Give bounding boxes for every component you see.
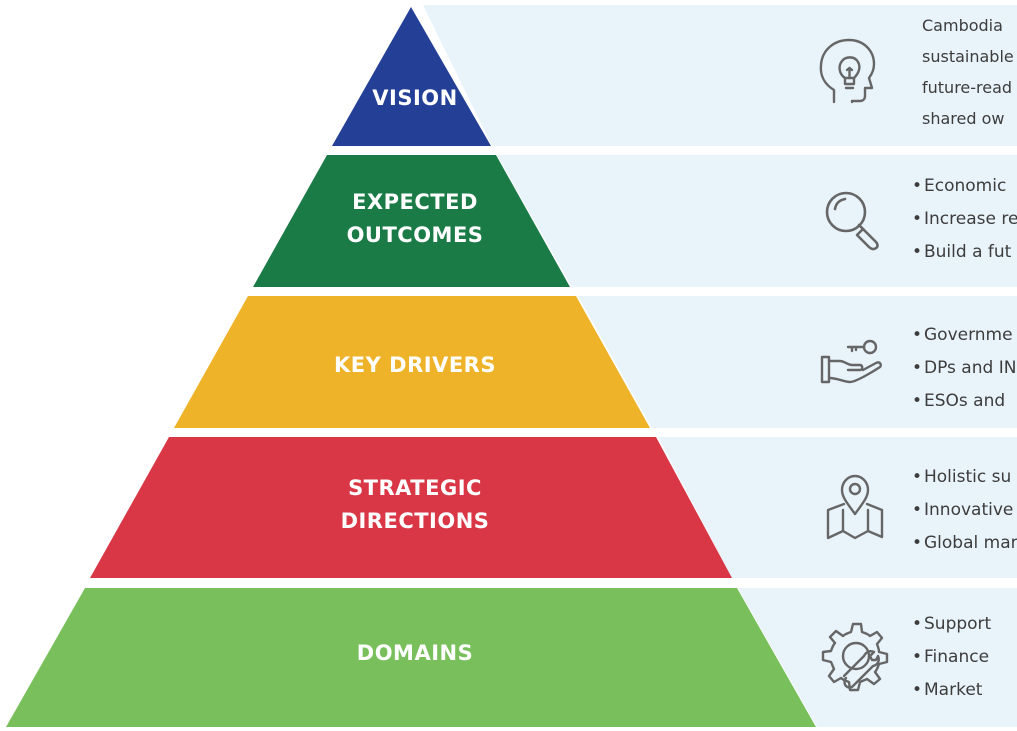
- list-item: •Increase re: [912, 203, 1017, 236]
- list-item: •Finance: [912, 641, 1017, 674]
- domain-text: Support: [924, 614, 992, 634]
- list-item: •Market: [912, 674, 1017, 707]
- directions-label-line-1: STRATEGIC: [348, 476, 482, 500]
- outcome-text: Build a fut: [924, 242, 1012, 262]
- vision-text-line: shared ow: [922, 109, 1005, 128]
- panel-vision: [423, 5, 1017, 146]
- bullet: •: [912, 467, 923, 487]
- outcome-text: Economic: [924, 176, 1007, 196]
- drivers-description: •Governme •DPs and IN •ESOs and: [912, 319, 1017, 418]
- hand-with-key-icon: [818, 327, 888, 407]
- expected-outcomes-label: EXPECTED OUTCOMES: [285, 186, 545, 252]
- panel-drivers: [578, 296, 1017, 428]
- driver-text: DPs and IN: [924, 358, 1017, 378]
- magnifier-icon: [818, 180, 888, 260]
- driver-text: ESOs and: [924, 391, 1006, 411]
- bullet: •: [912, 325, 923, 345]
- tier-vision: [332, 7, 491, 146]
- direction-text: Global mar: [924, 533, 1017, 553]
- domains-label-line: DOMAINS: [356, 641, 474, 665]
- direction-text: Holistic su: [924, 467, 1012, 487]
- tier-directions: [90, 437, 732, 578]
- vision-text-line: future-read: [922, 78, 1013, 97]
- outcomes-label-line-1: EXPECTED: [352, 190, 478, 214]
- drivers-label-line: KEY DRIVERS: [334, 353, 496, 377]
- gear-tools-icon: [820, 618, 890, 698]
- domains-label: DOMAINS: [285, 637, 545, 670]
- bullet: •: [912, 680, 923, 700]
- panel-outcomes: [497, 155, 1017, 287]
- list-item: •Build a fut: [912, 236, 1017, 269]
- tier-drivers: [174, 296, 650, 428]
- bullet: •: [912, 391, 923, 411]
- directions-description: •Holistic su •Innovative •Global mar: [912, 461, 1017, 560]
- list-item: •Support: [912, 608, 1017, 641]
- vision-text-line: Cambodia: [922, 16, 1003, 35]
- bullet: •: [912, 209, 923, 229]
- bullet: •: [912, 358, 923, 378]
- map-pin-icon: [822, 470, 892, 550]
- bullet: •: [912, 533, 923, 553]
- direction-text: Innovative: [924, 500, 1014, 520]
- domain-text: Market: [924, 680, 983, 700]
- list-item: •Innovative: [912, 494, 1017, 527]
- list-item: •DPs and IN: [912, 352, 1017, 385]
- outcomes-label-line-2: OUTCOMES: [346, 223, 484, 247]
- domain-text: Finance: [924, 647, 990, 667]
- list-item: •Economic: [912, 170, 1017, 203]
- list-item: •Holistic su: [912, 461, 1017, 494]
- bullet: •: [912, 614, 923, 634]
- list-item: •ESOs and: [912, 385, 1017, 418]
- bullet: •: [912, 242, 923, 262]
- bullet: •: [912, 647, 923, 667]
- vision-text-line: sustainable: [922, 47, 1014, 66]
- bullet: •: [912, 500, 923, 520]
- key-drivers-label: KEY DRIVERS: [285, 349, 545, 382]
- domains-description: •Support •Finance •Market: [912, 608, 1017, 707]
- vision-label: VISION: [285, 82, 545, 115]
- strategic-directions-label: STRATEGIC DIRECTIONS: [285, 472, 545, 538]
- outcomes-description: •Economic •Increase re •Build a fut: [912, 170, 1017, 269]
- directions-label-line-2: DIRECTIONS: [340, 509, 490, 533]
- vision-label-line: VISION: [372, 86, 458, 110]
- vision-description: Cambodia sustainable future-read shared …: [922, 10, 1017, 134]
- outcome-text: Increase re: [924, 209, 1017, 229]
- list-item: •Governme: [912, 319, 1017, 352]
- bullet: •: [912, 176, 923, 196]
- list-item: •Global mar: [912, 527, 1017, 560]
- driver-text: Governme: [924, 325, 1013, 345]
- tier-domains: [6, 588, 816, 727]
- head-lightbulb-icon: [812, 32, 882, 112]
- tier-outcomes: [253, 155, 570, 287]
